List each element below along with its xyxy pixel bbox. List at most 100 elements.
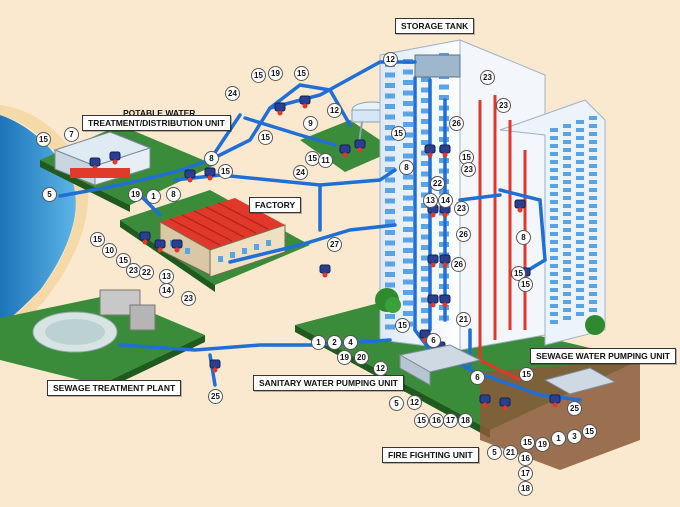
window <box>576 192 584 196</box>
window <box>550 208 558 212</box>
window <box>421 140 431 145</box>
callout-bubble: 21 <box>456 312 471 327</box>
pump-valve <box>302 103 308 109</box>
storage-tank-label: STORAGE TANK <box>395 18 475 34</box>
window <box>576 160 584 164</box>
window <box>576 232 584 236</box>
callout-bubble: 5 <box>389 396 404 411</box>
window <box>550 216 558 220</box>
callout-bubble: 14 <box>438 193 453 208</box>
window <box>563 228 571 232</box>
pump <box>439 144 451 154</box>
callout-bubble: 15 <box>391 126 406 141</box>
pump-valve <box>342 152 348 158</box>
window <box>385 251 395 256</box>
window <box>589 236 597 240</box>
window <box>550 144 558 148</box>
pump <box>514 199 526 209</box>
window <box>421 161 431 166</box>
window <box>421 87 431 93</box>
window <box>563 156 571 160</box>
potable-water-label-line2: TREATMENT/DISTRIBUTION UNIT <box>82 115 231 131</box>
window <box>403 174 413 180</box>
pump <box>549 394 561 404</box>
callout-bubble: 23 <box>461 162 476 177</box>
pump-valve <box>207 175 213 181</box>
callout-bubble: 8 <box>204 151 219 166</box>
callout-bubble: 14 <box>159 283 174 298</box>
callout-bubble: 15 <box>519 367 534 382</box>
window <box>385 261 395 267</box>
callout-bubble: 23 <box>480 70 495 85</box>
window <box>550 232 558 236</box>
pump-valve <box>427 152 433 158</box>
window <box>403 269 413 274</box>
pump <box>209 359 221 369</box>
window <box>550 240 558 244</box>
window <box>385 240 395 246</box>
window <box>385 125 395 130</box>
callout-bubble: 4 <box>343 335 358 350</box>
window <box>576 304 584 308</box>
window <box>563 316 571 320</box>
callout-bubble: 13 <box>423 193 438 208</box>
pump-valve <box>552 402 558 408</box>
window <box>550 248 558 252</box>
callout-bubble: 26 <box>456 227 471 242</box>
window <box>576 248 584 252</box>
callout-bubble: 15 <box>258 130 273 145</box>
window <box>563 236 571 240</box>
tower-right-face <box>459 39 546 351</box>
callout-bubble: 19 <box>128 187 143 202</box>
window <box>403 290 413 295</box>
pump-valve <box>482 402 488 408</box>
pump <box>109 151 121 161</box>
callout-bubble: 22 <box>430 176 445 191</box>
pump <box>439 254 451 264</box>
sewage-treatment-label: SEWAGE TREATMENT PLANT <box>47 380 182 396</box>
window <box>576 136 584 140</box>
window <box>421 287 431 292</box>
callout-bubble: 15 <box>520 435 535 450</box>
callout-bubble: 15 <box>36 132 51 147</box>
window <box>421 213 431 219</box>
callout-bubble: 15 <box>294 66 309 81</box>
callout-bubble: 22 <box>139 265 154 280</box>
callout-bubble: 25 <box>567 401 582 416</box>
window <box>576 264 584 268</box>
window <box>576 216 584 220</box>
pump <box>184 169 196 179</box>
window <box>550 256 558 260</box>
callout-bubble: 18 <box>518 481 533 496</box>
window <box>403 248 413 253</box>
window <box>563 196 571 200</box>
window <box>576 288 584 292</box>
window <box>576 128 584 132</box>
window <box>403 216 413 222</box>
callout-bubble: 1 <box>551 431 566 446</box>
window <box>421 182 431 187</box>
window <box>563 140 571 144</box>
window <box>563 308 571 312</box>
callout-bubble: 2 <box>327 335 342 350</box>
window <box>550 136 558 140</box>
callout-bubble: 15 <box>218 164 233 179</box>
callout-bubble: 16 <box>429 413 444 428</box>
window <box>550 296 558 300</box>
pump <box>89 157 101 167</box>
window <box>576 208 584 212</box>
pump-valve <box>442 302 448 308</box>
window <box>563 292 571 296</box>
window <box>385 324 395 330</box>
window <box>550 168 558 172</box>
window <box>421 77 431 82</box>
window <box>589 268 597 272</box>
window <box>403 132 413 138</box>
window <box>576 120 584 124</box>
callout-bubble: 23 <box>454 201 469 216</box>
window <box>403 101 413 106</box>
window <box>576 176 584 180</box>
window <box>563 244 571 248</box>
window <box>589 148 597 152</box>
window <box>589 156 597 160</box>
